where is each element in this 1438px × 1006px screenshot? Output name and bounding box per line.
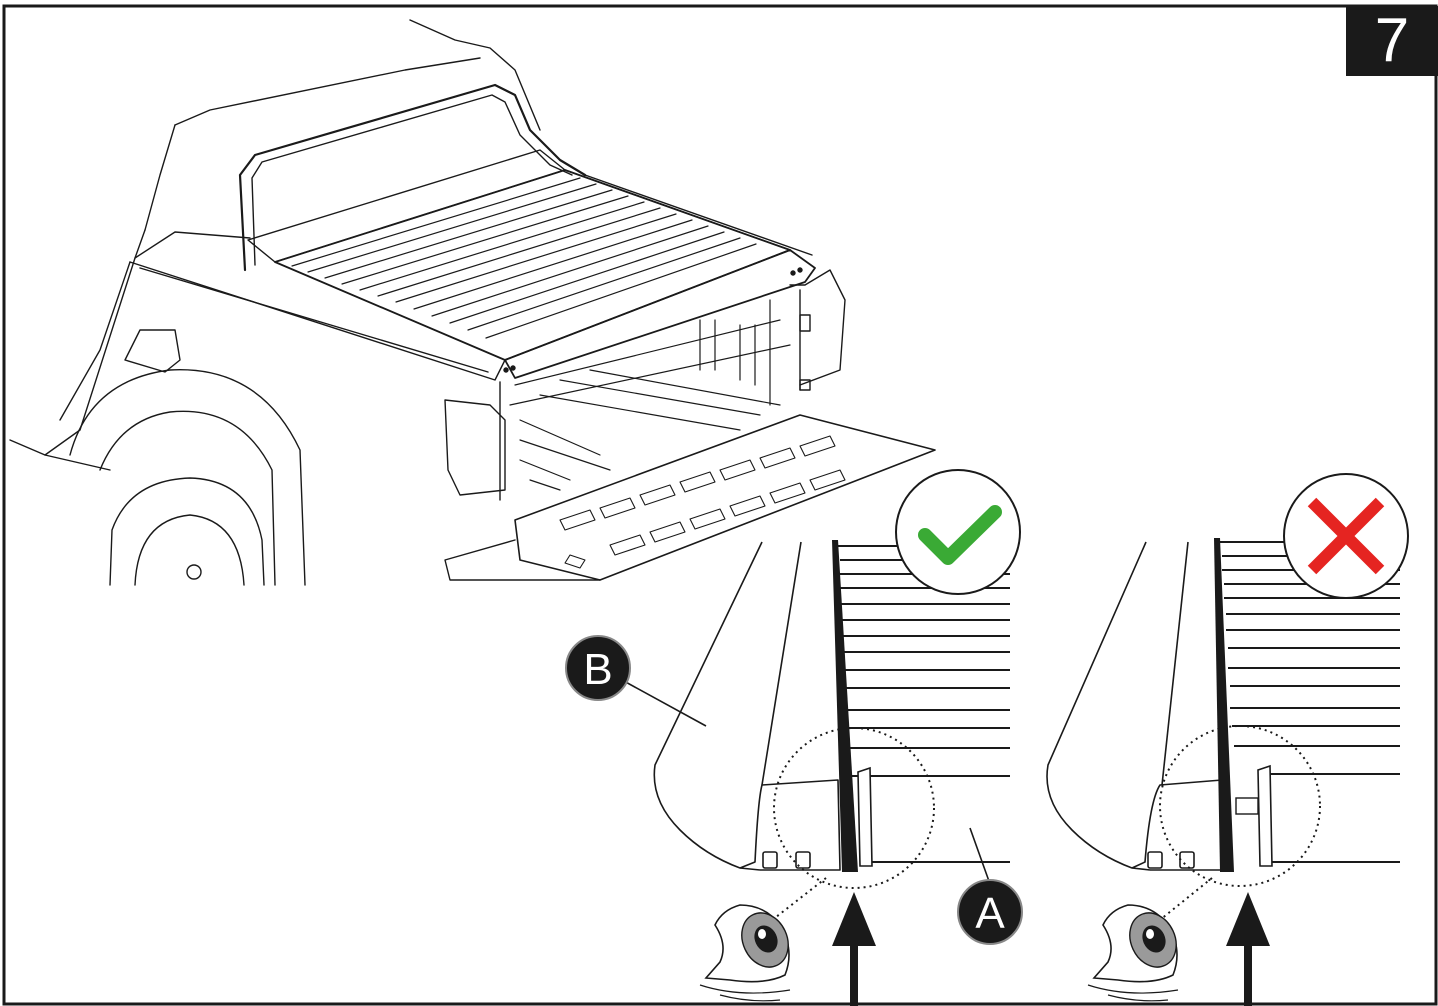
gap-spacer [1235,797,1259,815]
correct-detail: B A [565,469,1023,1006]
status-circle-correct [895,469,1021,595]
label-a: A [975,889,1005,938]
arrow-up-icon [1226,892,1270,1006]
label-b-leader [621,679,707,727]
check-icon [918,505,1002,565]
end-cap [857,766,873,867]
rail-profile [1046,541,1225,871]
detail-focus-ring [1159,725,1321,887]
eye-icon [699,877,827,1002]
step-number-badge: 7 [1346,6,1438,76]
end-cap [1257,764,1273,867]
label-b: B [583,645,612,694]
cross-icon [1307,497,1385,575]
eye-icon [1087,877,1213,1002]
seal-strip [1214,538,1234,872]
detail-focus-ring [773,727,935,889]
arrow-up-icon [832,892,876,1006]
label-a-leader [969,827,991,885]
truck-illustration [9,19,936,586]
seal-strip [832,540,858,872]
label-b-marker [565,635,631,701]
label-a-marker [957,879,1023,945]
rail-profile [653,541,841,871]
page-border [2,4,1438,1006]
incorrect-detail [1046,473,1409,1006]
